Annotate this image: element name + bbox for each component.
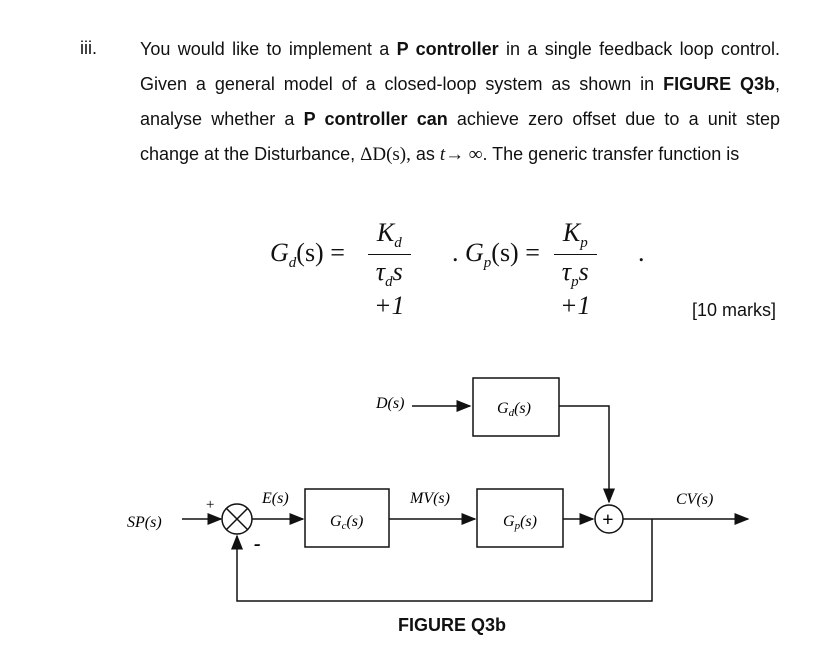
- gd-output-arrow: [559, 405, 615, 504]
- question-text: You would like to implement a P controll…: [140, 32, 780, 172]
- disturbance-label: D(s): [375, 395, 404, 412]
- block-diagram: SP(s) + - E(s) Gc(s) MV(s) Gp(s) D(s) Gd…: [127, 377, 750, 602]
- time-limit: t→ ∞: [439, 144, 483, 165]
- equation-end: .: [638, 238, 645, 267]
- plus-sign: +: [205, 497, 215, 513]
- gp-lhs: Gp(s) =: [465, 238, 540, 272]
- text-segment: as: [410, 144, 440, 164]
- sp-label: SP(s): [127, 514, 162, 531]
- text-segment: in a single feedback loop control. Given…: [140, 39, 780, 94]
- bold-term: P controller can: [303, 109, 448, 129]
- gd-label: Gd(s): [497, 400, 531, 419]
- text-segment: . The generic transfer function is: [482, 144, 740, 164]
- minus-sign: -: [254, 533, 261, 555]
- cv-label: CV(s): [676, 491, 713, 508]
- gc-label: Gc(s): [330, 513, 363, 532]
- gp-block: [476, 488, 564, 548]
- figure-reference: FIGURE Q3b: [663, 74, 775, 94]
- gp-fraction: Kp τps +1: [554, 218, 597, 321]
- gd-fraction: Kd τds +1: [368, 218, 411, 321]
- gp-label: Gp(s): [503, 513, 537, 532]
- feedback-path: [231, 519, 653, 602]
- text-segment: achieve zero offset due to a unit step c…: [140, 109, 781, 164]
- bold-term: P controller: [396, 39, 499, 59]
- marks-label: [10 marks]: [691, 300, 776, 320]
- delta-disturbance: ΔD(s),: [360, 144, 411, 165]
- error-label: E(s): [261, 490, 289, 507]
- gc-block: [304, 488, 390, 548]
- question-number: iii.: [80, 38, 97, 58]
- equation-separator: .: [452, 238, 459, 267]
- mv-label: MV(s): [409, 490, 450, 507]
- figure-caption: FIGURE Q3b: [398, 615, 507, 635]
- gd-lhs: Gd(s) =: [270, 238, 345, 272]
- sum-plus-sign: +: [602, 509, 613, 531]
- gd-block: [472, 377, 560, 437]
- text-segment: You would like to implement a: [140, 39, 397, 59]
- text-segment: , analyse whether a: [140, 74, 780, 129]
